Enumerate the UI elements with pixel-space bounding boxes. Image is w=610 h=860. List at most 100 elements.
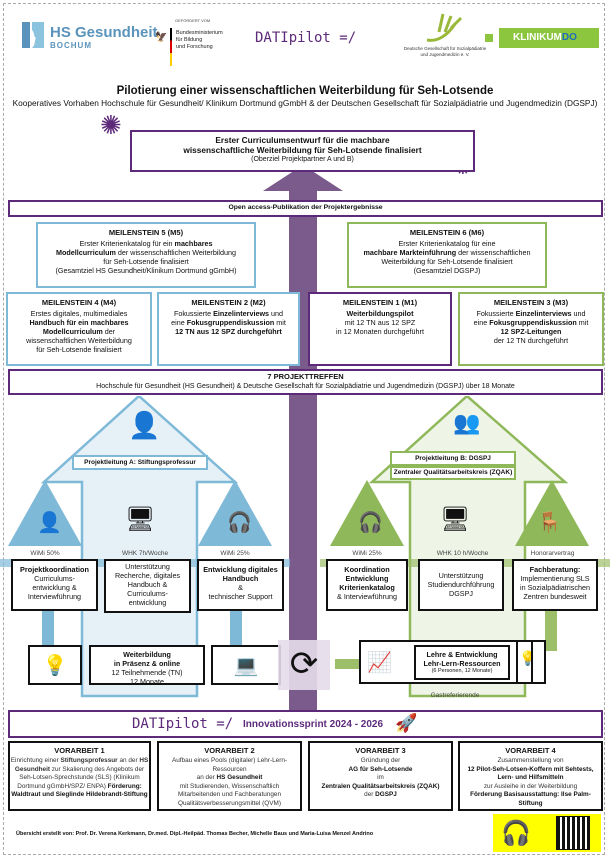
rocket-icon: 🚀	[395, 713, 418, 733]
credits-text: Übersicht erstellt von: Prof. Dr. Verena…	[16, 831, 374, 837]
klinikum-text: KLINIKUM	[513, 32, 562, 43]
milestone-title: MEILENSTEIN 6 (M6)	[409, 228, 485, 237]
role-text: in Sozialpädiatrischen	[520, 583, 590, 592]
role-text: & Interviewführung	[337, 592, 397, 601]
bmbf-logo: GEFÖRDERT VOM 🦅 Bundesministerium für Bi…	[155, 18, 245, 70]
m6-text: der wissenschaftlichen	[456, 248, 531, 257]
m3-bold: 12 SPZ-Leitungen	[500, 327, 562, 336]
m5-bold: machbares	[174, 239, 213, 248]
m3-text: der 12 TN durchgeführt	[493, 336, 569, 345]
training-bold: in Präsenz & online	[113, 659, 181, 668]
teaching-note: (6 Personen, 12 Monate)	[431, 668, 493, 674]
triangle-b1	[330, 480, 404, 546]
m2-bold: aus 12 SPZ durchgeführt	[194, 327, 282, 336]
m4-bold: Modellcurriculum	[42, 327, 103, 336]
m5-text: Erster Kriterienkatalog für ein	[79, 239, 175, 248]
teaching-bold: Lehre & Entwicklung	[426, 650, 498, 659]
laptop-globe-icon: 💻	[233, 655, 259, 677]
m2-bold: Fokusgruppendiskussion	[186, 318, 275, 327]
role-text: Curriculums-	[127, 589, 168, 598]
m4-text: für Seh-Lotsende finalisiert	[36, 345, 122, 354]
m3-text: und	[571, 309, 586, 318]
goal-box: Erster Curriculumsentwurf für die machba…	[130, 130, 475, 172]
role-box-b2: Unterstützung Studiendurchführung DGSPJ	[418, 559, 504, 611]
m3-bold: Einzelinterviews	[515, 309, 572, 318]
milestone-1: MEILENSTEIN 1 (M1) Weiterbildungspilot m…	[308, 292, 452, 366]
training-text: 12 Teilnehmende (TN)	[111, 668, 183, 677]
leaf-icon	[425, 10, 465, 50]
role-label: Honorarvertrag	[530, 550, 575, 557]
klinikum-square	[485, 34, 493, 42]
m2-text: Fokussierte	[173, 309, 214, 318]
page-subtitle: Kooperatives Vorhaben Hochschule für Ges…	[12, 98, 598, 108]
teaching-box: Lehre & Entwicklung Lehr-Lern-Ressourcen…	[414, 645, 510, 680]
role-box-a3: Entwicklung digitales Handbuch & technis…	[197, 559, 284, 611]
dgspj-text: Deutsche Gesellschaft für Sozialpädiatri…	[385, 46, 505, 58]
headset-person-icon: 🎧	[358, 512, 383, 534]
workstation-icon: 🖥	[125, 506, 156, 533]
milestone-2: MEILENSTEIN 2 (M2) Fokussierte Einzelint…	[157, 292, 300, 366]
milestone-title: MEILENSTEIN 5 (M5)	[108, 228, 184, 237]
goal-line: wissenschaftliche Weiterbildung für Seh-…	[183, 145, 422, 155]
milestone-5: MEILENSTEIN 5 (M5) Erster Kriterienkatal…	[36, 222, 256, 288]
m3-text: mit	[576, 318, 589, 327]
cycle-arrows-icon: ⟳	[289, 645, 319, 683]
lead-a-label: Projektleitung A: Stiftungsprofessur	[72, 455, 208, 470]
dgspj-line: und Jugendmedizin e. V.	[420, 52, 470, 57]
page-title: Pilotierung einer wissenschaftlichen Wei…	[116, 85, 494, 97]
m2-text: und	[269, 309, 284, 318]
central-arrow-shaft	[289, 190, 317, 710]
role-label: WiMi 50%	[30, 550, 60, 557]
eagle-icon: 🦅	[155, 32, 168, 43]
m4-text: wissenschaftlichen Weiterbildung	[26, 336, 132, 345]
m2-bold: Einzelinterviews	[213, 309, 270, 318]
sprint-logo-text: DATIpilot	[132, 716, 208, 732]
divider	[531, 640, 533, 684]
m4-bold: Handbuch für ein machbares	[29, 318, 129, 327]
qr-code[interactable]	[556, 816, 590, 850]
sprint-text: Innovationssprint 2024 - 2026	[243, 719, 384, 730]
m6-text: Weiterbildung für Seh-Lotsende finalisie…	[381, 257, 513, 266]
role-text: Implementierung SLS	[520, 574, 590, 583]
preliminary-title: VORARBEIT 2	[204, 746, 255, 755]
bmbf-line: und Forschung	[176, 44, 213, 50]
meetings-bar: 7 PROJEKTTREFFEN Hochschule für Gesundhe…	[8, 369, 603, 395]
goal-line: Erster Curriculumsentwurf für die machba…	[215, 135, 390, 145]
meetings-title: 7 PROJEKTTREFFEN	[267, 372, 344, 381]
preliminary-title: VORARBEIT 4	[505, 746, 556, 755]
headphones-icon[interactable]: 🎧	[501, 820, 531, 847]
milestone-6: MEILENSTEIN 6 (M6) Erster Kriterienkatal…	[347, 222, 547, 288]
role-label: WHK 10 h/Woche	[436, 550, 489, 557]
role-bold: Koordination Entwicklung Kriterienkatalo…	[339, 565, 395, 592]
growth-people-icon: 📈	[367, 652, 392, 674]
role-text: Recherche, digitales	[114, 571, 181, 580]
m3-bold: Fokusgruppendiskussion	[489, 318, 577, 327]
role-label: WiMi 25%	[220, 550, 250, 557]
bmbf-line: für Bildung	[176, 37, 203, 43]
bmbf-funded-label: GEFÖRDERT VOM	[175, 18, 211, 23]
datipilot-logo: DATIpilot =/	[255, 30, 356, 46]
m1-text: mit 12 TN aus 12 SPZ	[344, 318, 416, 327]
role-text: DGSPJ	[449, 589, 473, 598]
m3-text: eine	[473, 318, 490, 327]
connector	[335, 659, 365, 669]
role-label: WHK 7h/Woche	[121, 550, 169, 557]
m5-text: (Gesamtziel HS Gesundheit/Klinikum Dortm…	[55, 266, 237, 275]
triangle-a3	[198, 480, 272, 546]
role-label: WiMi 25%	[352, 550, 382, 557]
teaching-bold: Lehr-Lern-Ressourcen	[423, 659, 501, 668]
preliminary-2: VORARBEIT 2 Aufbau eines Pools (digitale…	[157, 741, 302, 811]
divider	[516, 640, 518, 684]
flag-bar	[170, 28, 172, 66]
m2-bold: 12 TN	[175, 327, 195, 336]
group-idea-box: 💡	[28, 645, 82, 685]
hs-gesundheit-logo: HS Gesundheit BOCHUM	[22, 22, 162, 52]
m5-bold: Modellcurriculum	[55, 248, 116, 257]
m1-text: in 12 Monaten durchgeführt	[336, 327, 424, 336]
hs-logo-sub: BOCHUM	[50, 41, 92, 50]
milestone-title: MEILENSTEIN 1 (M1)	[342, 298, 418, 307]
preliminary-title: VORARBEIT 1	[54, 746, 105, 755]
arrow-a	[40, 396, 239, 698]
klinikum-do: DO	[561, 32, 577, 43]
m4-text: Erstes digitales, multimediales	[30, 309, 128, 318]
